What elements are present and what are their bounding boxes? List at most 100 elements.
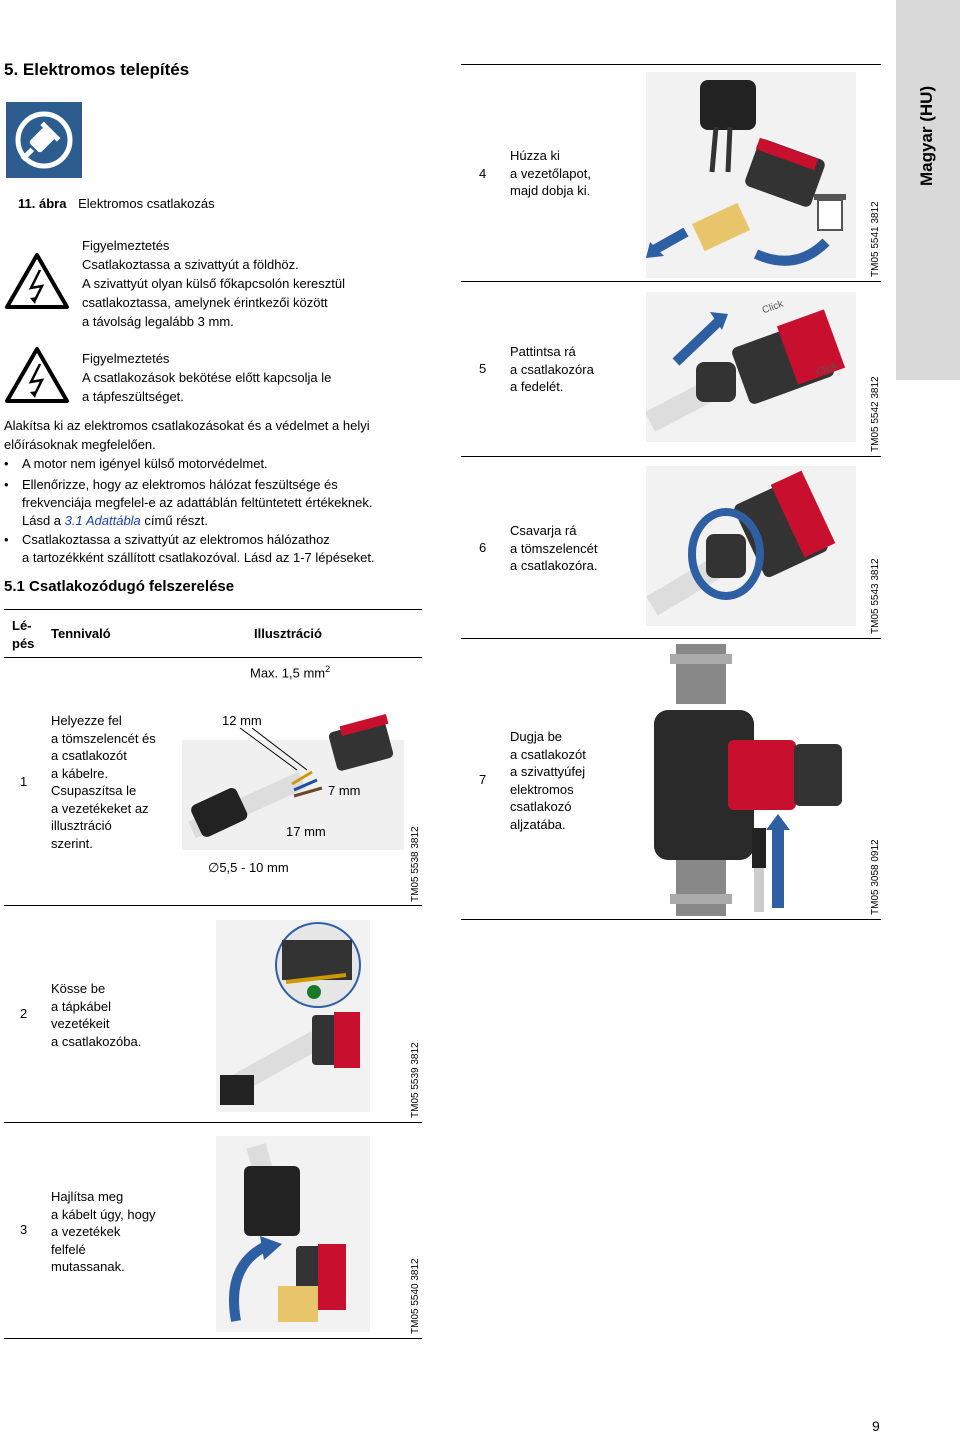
step-line: majd dobja ki. — [510, 183, 591, 198]
step-line: felfelé — [51, 1241, 86, 1257]
table-top-rule — [4, 609, 422, 610]
step-line: a kábelt úgy, hogy — [51, 1206, 156, 1222]
table-header-rule — [4, 657, 422, 658]
step-line: a csatlakozót — [510, 746, 586, 762]
step-line: elektromos — [510, 781, 574, 797]
step-line: Dugja be — [510, 729, 563, 744]
drawing-code: TM05 5541 3812 — [870, 201, 881, 277]
warning-1: Figyelmeztetés Csatlakoztassa a szivatty… — [82, 236, 345, 331]
warning-title: Figyelmeztetés — [82, 351, 170, 366]
bullet-item: Ellenőrizze, hogy az elektromos hálózat … — [4, 476, 373, 530]
step-line: Csavarja rá — [510, 523, 577, 538]
step-line: a tömszelencét — [510, 540, 598, 556]
warning-line: a távolság legalább 3 mm. — [82, 314, 234, 329]
step-line: a csatlakozóra. — [510, 558, 598, 573]
warning-line: csatlakoztassa, amelynek érintkezői közö… — [82, 295, 328, 310]
header-todo: Tennivaló — [51, 626, 111, 641]
bullet-line: Lásd a 3.1 Adattábla című részt. — [22, 512, 373, 530]
bullet-item: A motor nem igényel külső motorvédelmet. — [4, 455, 268, 473]
ref-suffix: című részt. — [140, 513, 208, 528]
electrical-plug-icon — [6, 102, 82, 178]
bullet-line: Csatlakoztassa a szivattyút az elektromo… — [22, 532, 330, 547]
warning-line: a tápfeszültséget. — [82, 389, 184, 404]
max-cross-section: Max. 1,5 mm2 — [250, 664, 330, 680]
page-number: 9 — [872, 1418, 880, 1434]
step-line: Helyezze fel — [51, 713, 122, 728]
warning-triangle-icon — [4, 346, 70, 409]
step-instruction: Húzza ki a vezetőlapot, majd dobja ki. — [510, 147, 591, 200]
warning-line: A csatlakozások bekötése előtt kapcsolja… — [82, 370, 332, 385]
screw-gland-illustration — [646, 466, 856, 626]
step-instruction: Helyezze fel a tömszelencét és a csatlak… — [51, 712, 156, 852]
drawing-code: TM05 5538 3812 — [410, 826, 421, 902]
step-line: a fedelét. — [510, 379, 564, 394]
drawing-code: TM05 5543 3812 — [870, 558, 881, 634]
row-rule — [4, 1122, 422, 1123]
step-line: Kösse be — [51, 981, 106, 996]
language-tab-label: Magyar (HU) — [917, 85, 936, 186]
row-rule — [461, 456, 881, 457]
step-line: szerint. — [51, 835, 93, 851]
step-line: aljzatába. — [510, 816, 566, 832]
subsection-title: 5.1 Csatlakozódugó felszerelése — [4, 578, 235, 595]
cable-strip-illustration — [182, 700, 404, 865]
row-rule — [461, 919, 881, 920]
dim-7mm: 7 mm — [328, 783, 361, 798]
step-line: a tápkábel — [51, 998, 111, 1014]
drawing-code: TM05 3058 0912 — [870, 839, 881, 915]
warning-title: Figyelmeztetés — [82, 238, 170, 253]
intro-line: előírásoknak megfelelően. — [4, 437, 156, 452]
figure-number: 11. ábra — [18, 196, 67, 211]
row-rule — [4, 1338, 422, 1339]
step-instruction: Hajlítsa meg a kábelt úgy, hogy a vezeté… — [51, 1188, 156, 1276]
warning-line: A szivattyút olyan külső főkapcsolón ker… — [82, 276, 346, 291]
step-line: a csatlakozóra — [510, 361, 594, 377]
step-line: a vezetékeket az — [51, 800, 149, 816]
step-line: Húzza ki — [510, 148, 560, 163]
step-line: Hajlítsa meg — [51, 1189, 124, 1204]
bend-cable-illustration — [216, 1136, 370, 1332]
row-rule — [461, 281, 881, 282]
step-number: 7 — [479, 772, 487, 787]
section-title: 5. Elektromos telepítés — [4, 60, 190, 79]
step-line: illusztráció — [51, 818, 112, 833]
header-step-line: Lé- — [12, 618, 32, 633]
pump-plug-illustration — [646, 644, 856, 916]
step-number: 3 — [20, 1222, 28, 1237]
step-number: 5 — [479, 361, 487, 376]
step-line: vezetékeit — [51, 1016, 110, 1031]
max-sup: 2 — [325, 664, 331, 674]
right-table-top-rule — [461, 64, 881, 65]
ref-prefix: Lásd a — [22, 513, 65, 528]
max-label: Max. 1,5 mm — [250, 665, 326, 681]
step-line: mutassanak. — [51, 1259, 125, 1274]
drawing-code: TM05 5539 3812 — [410, 1042, 421, 1118]
diameter-icon: ∅ — [208, 860, 220, 875]
header-illustration: Illusztráció — [254, 626, 322, 641]
bullet-item: Csatlakoztassa a szivattyút az elektromo… — [4, 531, 375, 567]
step-instruction: Pattintsa rá a csatlakozóra a fedelét. — [510, 343, 594, 396]
step-number: 2 — [20, 1006, 28, 1021]
diameter-value: 5,5 - 10 mm — [219, 860, 289, 875]
intro-line: Alakítsa ki az elektromos csatlakozásoka… — [4, 418, 370, 433]
row-rule — [4, 905, 422, 906]
step-line: a kábelre. — [51, 765, 109, 781]
bullet-line: Ellenőrizze, hogy az elektromos hálózat … — [22, 477, 338, 492]
section-link[interactable]: 3.1 Adattábla — [64, 513, 141, 528]
warning-line: Csatlakoztassa a szivattyút a földhöz. — [82, 257, 299, 272]
header-step-line: pés — [12, 636, 35, 651]
drawing-code: TM05 5540 3812 — [410, 1258, 421, 1334]
header-step: Lé- pés — [12, 617, 34, 653]
step-line: a csatlakozót — [51, 748, 127, 763]
step-instruction: Csavarja rá a tömszelencét a csatlakozór… — [510, 522, 597, 575]
step-instruction: Dugja be a csatlakozót a szivattyúfej el… — [510, 728, 586, 833]
dim-12mm: 12 mm — [222, 713, 262, 728]
step-line: csatlakozó — [510, 799, 572, 814]
warning-triangle-icon — [4, 252, 70, 315]
bullet-line: A motor nem igényel külső motorvédelmet. — [22, 456, 268, 471]
wire-connection-illustration — [216, 920, 370, 1112]
step-line: a csatlakozóba. — [51, 1033, 142, 1049]
step-line: a tömszelencét és — [51, 730, 156, 746]
bullet-line: a tartozékként szállított csatlakozóval.… — [22, 550, 375, 565]
dim-diameter: ∅5,5 - 10 mm — [208, 860, 289, 876]
